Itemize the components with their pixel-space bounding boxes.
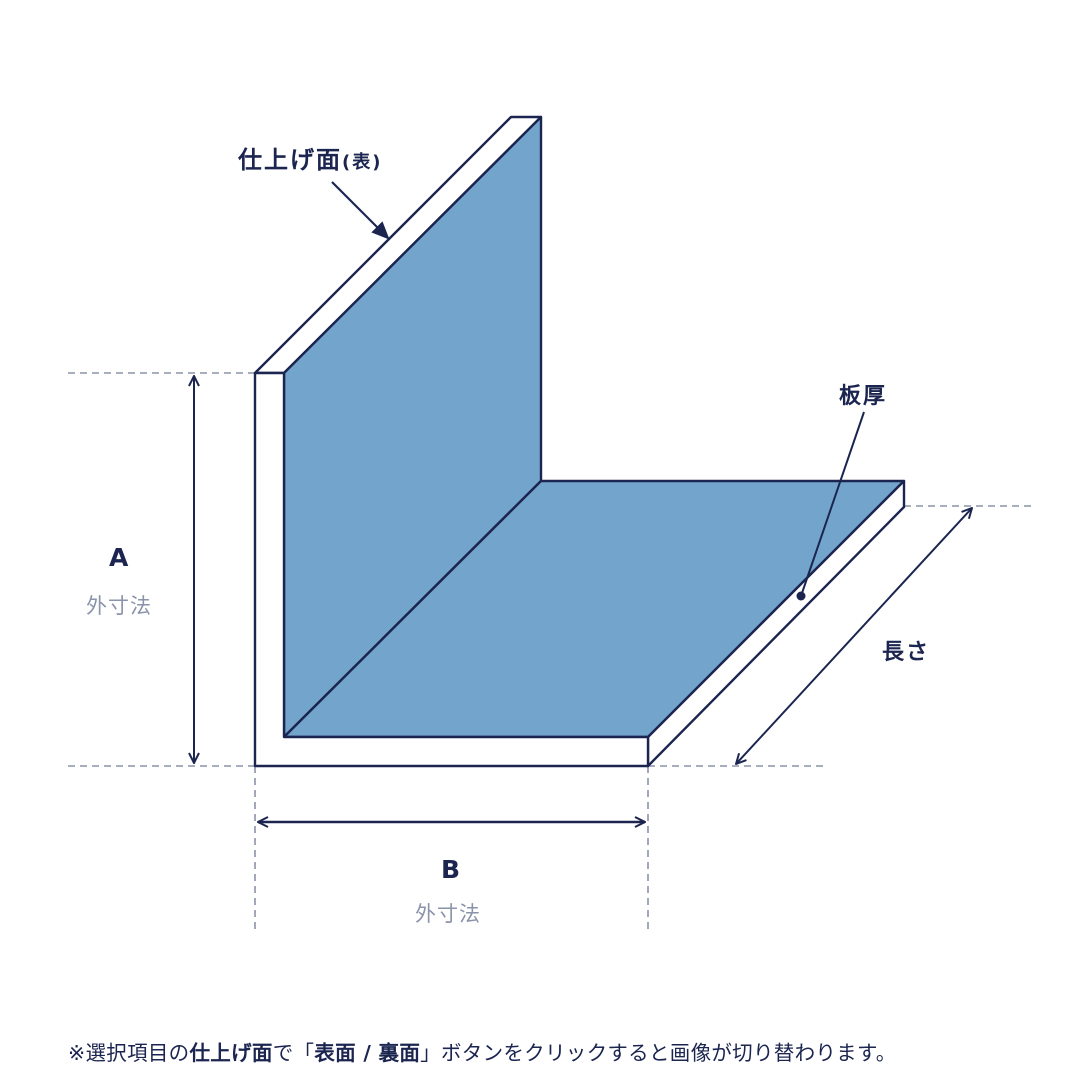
- thickness-label: 板厚: [839, 384, 888, 409]
- finish-surface-text: 仕上げ面: [238, 146, 342, 174]
- thickness-leader-dot: [796, 591, 806, 601]
- footnote-suffix: 」ボタンをクリックすると画像が切り替わります。: [420, 1041, 897, 1065]
- angle-steel: [253, 115, 906, 768]
- finish-surface-label: 仕上げ面(表): [238, 140, 382, 175]
- finish-surface-leader: [331, 181, 390, 240]
- footnote: ※選択項目の仕上げ面で「表面 / 裏面」ボタンをクリックすると画像が切り替わりま…: [68, 1036, 897, 1066]
- length-arrow: [736, 508, 972, 764]
- thickness-leader: [800, 411, 865, 597]
- cross-section: [253, 371, 650, 768]
- footnote-bold-buttons: 表面 / 裏面: [314, 1041, 421, 1065]
- dim-a-sub-label: 外寸法: [86, 594, 152, 618]
- length-label: 長さ: [882, 640, 931, 665]
- footnote-mid: で「: [272, 1041, 315, 1065]
- footnote-prefix: ※選択項目の: [68, 1041, 190, 1065]
- dim-b-sub-label: 外寸法: [415, 902, 481, 926]
- finish-surface-paren: (表): [342, 152, 383, 173]
- dim-b-label: B: [441, 855, 461, 884]
- footnote-bold-finish: 仕上げ面: [189, 1041, 273, 1065]
- dim-a-label: A: [109, 543, 129, 572]
